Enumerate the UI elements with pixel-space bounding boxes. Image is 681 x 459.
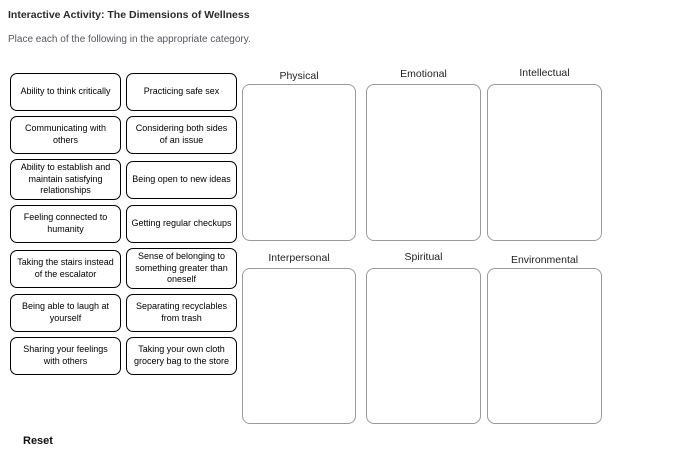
dropzone-emotional[interactable] (366, 84, 481, 241)
dropzone-interpersonal[interactable] (242, 268, 356, 424)
draggable-item[interactable]: Getting regular checkups (126, 205, 237, 244)
category-label-spiritual: Spiritual (404, 251, 443, 263)
draggable-item[interactable]: Feeling connected to humanity (10, 205, 121, 244)
dropzone-intellectual[interactable] (487, 84, 602, 241)
draggable-item[interactable]: Being open to new ideas (126, 160, 237, 199)
draggable-item[interactable]: Being able to laugh at yourself (10, 294, 121, 333)
category-spiritual: Spiritual (366, 250, 481, 424)
dropzone-physical[interactable] (242, 84, 356, 241)
category-label-emotional: Emotional (400, 68, 447, 80)
category-environmental: Environmental (487, 250, 602, 424)
draggable-items-panel: Ability to think critically Practicing s… (10, 73, 237, 376)
category-interpersonal: Interpersonal (242, 250, 356, 424)
category-emotional: Emotional (366, 66, 481, 241)
reset-button[interactable]: Reset (23, 435, 53, 447)
draggable-item[interactable]: Ability to establish and maintain satisf… (10, 159, 121, 201)
category-label-physical: Physical (279, 70, 319, 82)
category-label-intellectual: Intellectual (519, 67, 570, 79)
dropzone-spiritual[interactable] (366, 268, 481, 424)
page-title: Interactive Activity: The Dimensions of … (8, 9, 250, 21)
category-label-interpersonal: Interpersonal (268, 252, 330, 264)
draggable-item[interactable]: Sharing your feelings with others (10, 337, 121, 376)
category-physical: Physical (242, 66, 356, 241)
draggable-item[interactable]: Communicating with others (10, 116, 121, 154)
draggable-item[interactable]: Considering both sides of an issue (126, 116, 237, 154)
category-intellectual: Intellectual (487, 66, 602, 241)
draggable-item[interactable]: Ability to think critically (10, 73, 121, 111)
category-label-environmental: Environmental (510, 254, 579, 266)
instructions-text: Place each of the following in the appro… (8, 34, 251, 45)
draggable-item[interactable]: Separating recyclables from trash (126, 294, 237, 333)
draggable-item[interactable]: Taking your own cloth grocery bag to the… (126, 337, 237, 376)
draggable-item[interactable]: Sense of belonging to something greater … (126, 248, 237, 290)
draggable-item[interactable]: Practicing safe sex (126, 73, 237, 111)
draggable-item[interactable]: Taking the stairs instead of the escalat… (10, 249, 121, 288)
dropzone-environmental[interactable] (487, 268, 602, 424)
